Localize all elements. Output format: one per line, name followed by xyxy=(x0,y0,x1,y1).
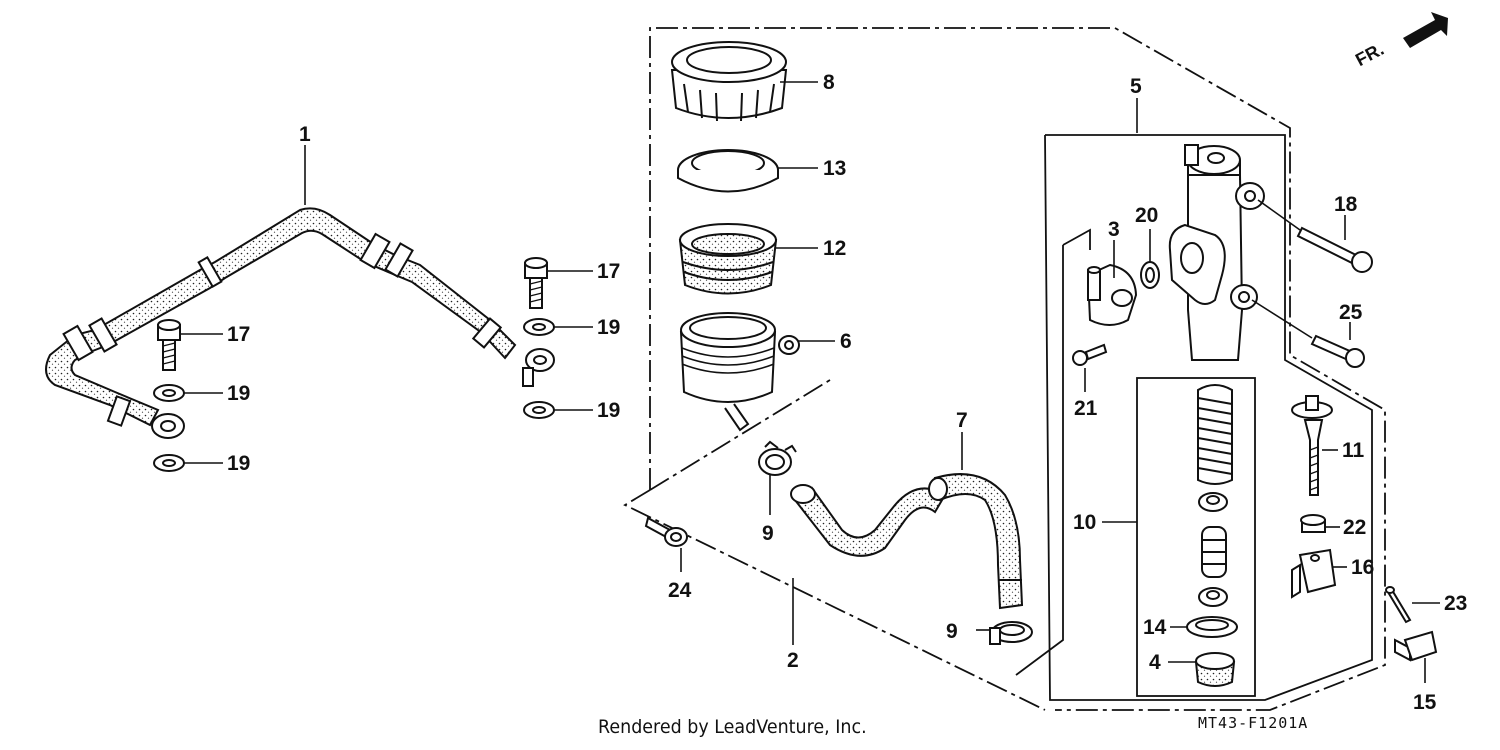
push-rod-joint-part-16 xyxy=(1291,548,1337,599)
credit-text: Rendered by LeadVenture, Inc. xyxy=(598,716,867,738)
bolt-part-25 xyxy=(1310,334,1365,368)
callout-19-d: 19 xyxy=(227,452,250,475)
callout-25: 25 xyxy=(1339,301,1363,324)
bolt-part-24 xyxy=(644,516,688,547)
callout-2: 2 xyxy=(787,649,799,672)
hose-clip-9-lower xyxy=(989,621,1033,645)
callout-17-lower: 17 xyxy=(227,323,250,346)
diagram-code: MT43-F1201A xyxy=(1198,714,1309,732)
callout-19-a: 19 xyxy=(597,316,620,339)
callout-23: 23 xyxy=(1444,592,1467,615)
joint-pin-part-15 xyxy=(1394,630,1438,662)
callout-19-c: 19 xyxy=(597,399,620,422)
o-ring-part-20 xyxy=(1140,261,1160,289)
assembly-outline-5 xyxy=(1015,134,1373,701)
circlip-part-14 xyxy=(1186,616,1238,638)
callout-labels: 1 2 3 4 5 6 7 8 9 9 10 11 12 13 14 15 16… xyxy=(227,71,1467,714)
callout-19-b: 19 xyxy=(227,382,250,405)
callout-11: 11 xyxy=(1342,439,1365,462)
push-rod-part-11 xyxy=(1291,395,1333,496)
callout-13: 13 xyxy=(823,157,846,180)
callout-3: 3 xyxy=(1108,218,1120,241)
callout-17-upper: 17 xyxy=(597,260,620,283)
hose-joint-part-3 xyxy=(1086,263,1138,326)
callout-9-lower: 9 xyxy=(946,620,958,643)
callout-6: 6 xyxy=(840,330,852,353)
reservoir-cap-part-8 xyxy=(670,41,788,122)
bolt-part-18 xyxy=(1296,226,1373,273)
hose-clip-9-upper xyxy=(758,440,797,476)
callout-8: 8 xyxy=(823,71,835,94)
reservoir-part-6 xyxy=(679,312,800,432)
boot-part-4 xyxy=(1194,652,1236,687)
diaphragm-part-12 xyxy=(678,223,778,295)
diaphragm-plate-part-13 xyxy=(677,149,779,193)
leader-lines xyxy=(180,81,1440,683)
screw-part-21 xyxy=(1072,343,1108,366)
bolt-17-left xyxy=(157,319,181,371)
cotter-pin-part-23 xyxy=(1385,586,1412,624)
callout-4: 4 xyxy=(1149,651,1161,674)
callout-18: 18 xyxy=(1334,193,1358,216)
brake-hose-part-1 xyxy=(45,207,555,439)
reservoir-hose-part-7 xyxy=(790,473,1024,610)
callout-5: 5 xyxy=(1130,75,1142,98)
piston-kit-part-10 xyxy=(1197,384,1233,607)
callout-24: 24 xyxy=(668,579,692,602)
assembly-outline-2 xyxy=(623,27,1386,711)
callout-22: 22 xyxy=(1343,516,1366,539)
callout-15: 15 xyxy=(1413,691,1437,714)
callout-7: 7 xyxy=(956,409,968,432)
master-cylinder-body xyxy=(1168,144,1265,361)
callout-9-upper: 9 xyxy=(762,522,774,545)
front-direction-arrow xyxy=(1403,12,1448,48)
callout-16: 16 xyxy=(1351,556,1374,579)
bolt-17-right xyxy=(524,257,548,309)
callout-21: 21 xyxy=(1074,397,1098,420)
callout-20: 20 xyxy=(1135,204,1158,227)
callout-10: 10 xyxy=(1073,511,1096,534)
callout-14: 14 xyxy=(1143,616,1167,639)
callout-1: 1 xyxy=(299,123,311,146)
nut-part-22 xyxy=(1300,514,1326,533)
callout-12: 12 xyxy=(823,237,846,260)
